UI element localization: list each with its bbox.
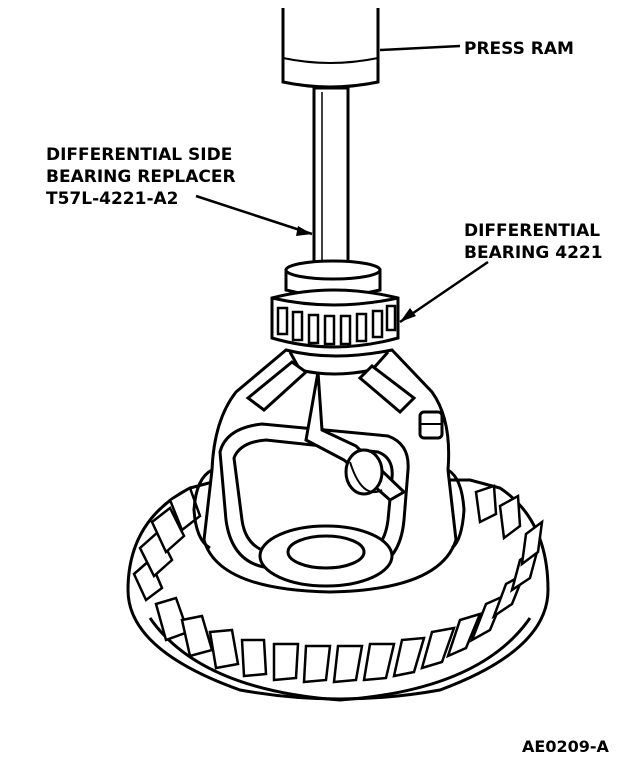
leader-arrowheads — [296, 226, 416, 322]
label-bearing-line2: BEARING 4221 — [464, 243, 603, 263]
replacer-tool-head — [284, 259, 382, 298]
press-ram — [281, 8, 380, 89]
differential-case — [192, 348, 466, 594]
label-press-ram: PRESS RAM — [464, 39, 574, 59]
label-replacer-line3: T57L-4221-A2 — [46, 189, 179, 209]
label-replacer-line1: DIFFERENTIAL SIDE — [46, 145, 232, 165]
leader-replacer — [195, 194, 313, 236]
leader-bearing — [399, 260, 489, 324]
leader-press-ram — [379, 44, 461, 52]
replacer-tool-shaft — [312, 86, 350, 270]
label-replacer-line2: BEARING REPLACER — [46, 167, 236, 187]
figure-reference-id: AE0209-A — [522, 737, 609, 756]
differential-bearing — [270, 288, 400, 349]
label-bearing-line1: DIFFERENTIAL — [464, 221, 600, 241]
leader-lines — [195, 44, 489, 324]
